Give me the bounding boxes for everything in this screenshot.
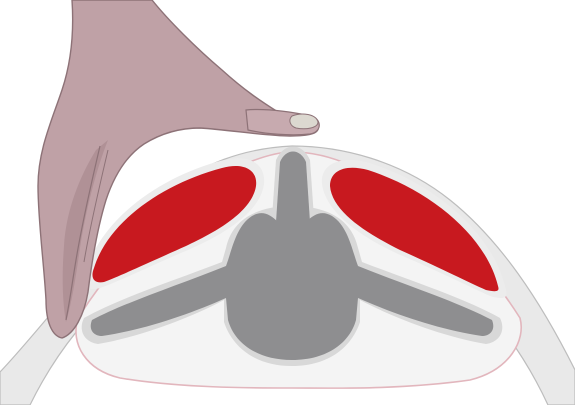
thumbnail bbox=[290, 114, 318, 129]
spinous-process bbox=[276, 152, 310, 223]
